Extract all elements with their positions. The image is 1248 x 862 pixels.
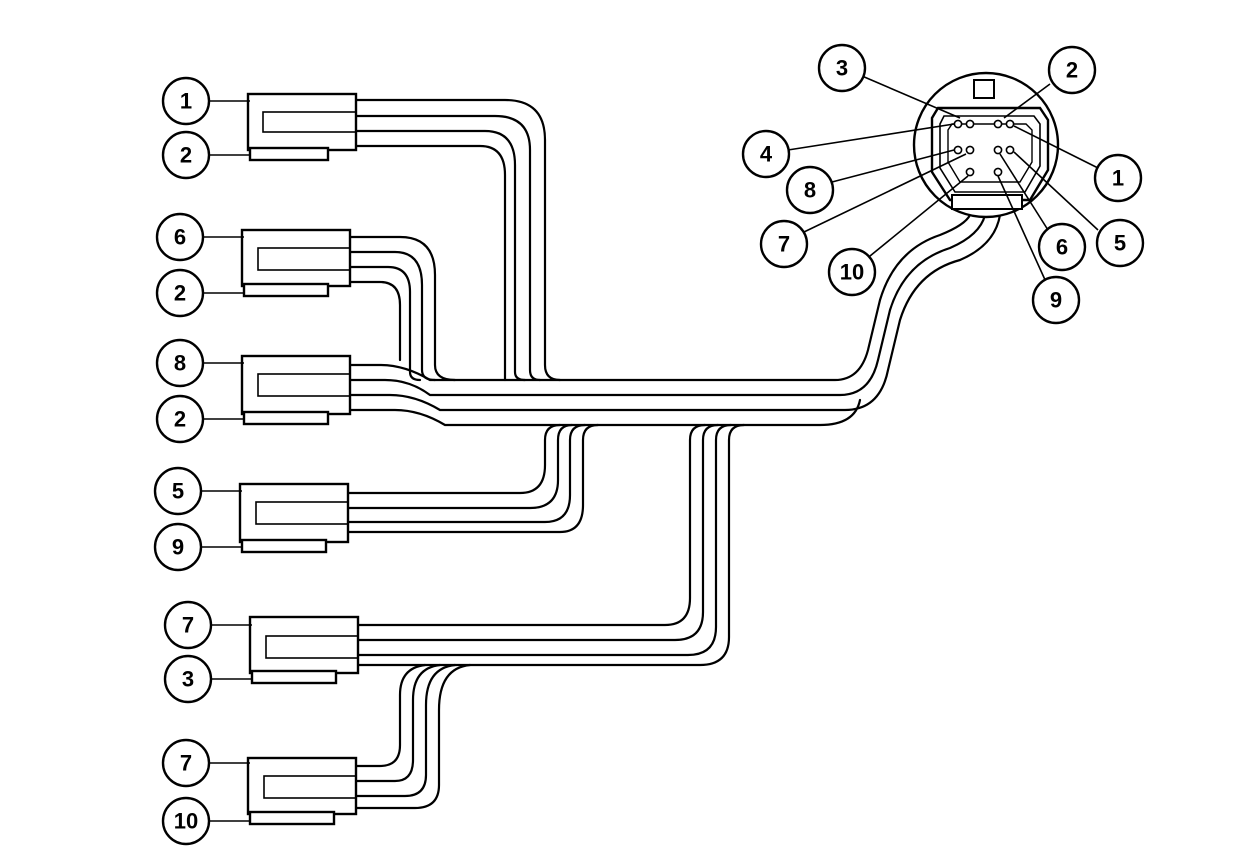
pin-2 (993, 119, 1003, 129)
callout-connector-5-bottom: 3 (163, 654, 213, 704)
pin-6 (993, 145, 1003, 155)
svg-text:10: 10 (174, 809, 198, 834)
svg-text:2: 2 (174, 281, 186, 306)
svg-text:9: 9 (172, 535, 184, 560)
callout-connector-1-top: 1 (161, 76, 211, 126)
pin-8 (953, 145, 963, 155)
callout-pin-9: 9 (1031, 275, 1081, 325)
callout-connector-4-bottom: 9 (153, 522, 203, 572)
callouts: 1 2 6 2 8 2 5 9 (153, 43, 1145, 846)
harness-wires (346, 98, 1002, 810)
connector-3 (240, 354, 352, 426)
pin-7 (965, 145, 975, 155)
pin-leader-lines (787, 75, 1099, 283)
svg-text:3: 3 (182, 667, 194, 692)
pin-10 (965, 167, 975, 177)
callout-pin-1: 1 (1093, 153, 1143, 203)
svg-text:4: 4 (760, 142, 773, 167)
pin-1 (1005, 119, 1015, 129)
svg-text:2: 2 (180, 143, 192, 168)
callout-connector-1-bottom: 2 (161, 130, 211, 180)
callout-pin-5: 5 (1095, 218, 1145, 268)
svg-text:2: 2 (174, 407, 186, 432)
callout-connector-6-top: 7 (161, 738, 211, 788)
connector-5 (248, 615, 360, 685)
svg-text:8: 8 (174, 351, 186, 376)
callout-connector-2-top: 6 (155, 212, 205, 262)
callout-pin-6: 6 (1037, 222, 1087, 272)
svg-text:2: 2 (1066, 58, 1078, 83)
callout-pin-8: 8 (785, 165, 835, 215)
svg-text:3: 3 (836, 56, 848, 81)
callout-connector-6-bottom: 10 (161, 796, 211, 846)
callout-connector-3-bottom: 2 (155, 394, 205, 444)
svg-text:5: 5 (1114, 231, 1126, 256)
callout-connector-4-top: 5 (153, 466, 203, 516)
svg-text:1: 1 (1112, 166, 1124, 191)
svg-text:8: 8 (804, 178, 816, 203)
connector-1 (246, 92, 358, 162)
callout-pin-10: 10 (827, 247, 877, 297)
svg-text:6: 6 (1056, 235, 1068, 260)
callout-connector-2-bottom: 2 (155, 268, 205, 318)
callout-connector-3-top: 8 (155, 338, 205, 388)
svg-text:7: 7 (180, 751, 192, 776)
svg-text:1: 1 (180, 89, 192, 114)
svg-text:9: 9 (1050, 288, 1062, 313)
connector-6 (246, 756, 358, 826)
round-connector (912, 71, 1060, 219)
svg-text:5: 5 (172, 479, 184, 504)
callout-pin-2: 2 (1047, 45, 1097, 95)
connector-2 (240, 228, 352, 298)
pin-9 (993, 167, 1003, 177)
pin-3 (953, 119, 963, 129)
callout-pin-4: 4 (741, 129, 791, 179)
pin-5 (1005, 145, 1015, 155)
connector-4 (238, 482, 350, 554)
svg-text:7: 7 (182, 613, 194, 638)
pin-4 (965, 119, 975, 129)
svg-text:10: 10 (840, 260, 864, 285)
callout-connector-5-top: 7 (163, 600, 213, 650)
callout-pin-3: 3 (817, 43, 867, 93)
svg-text:6: 6 (174, 225, 186, 250)
left-leader-lines (200, 100, 252, 822)
callout-pin-7: 7 (759, 219, 809, 269)
svg-text:7: 7 (778, 232, 790, 257)
